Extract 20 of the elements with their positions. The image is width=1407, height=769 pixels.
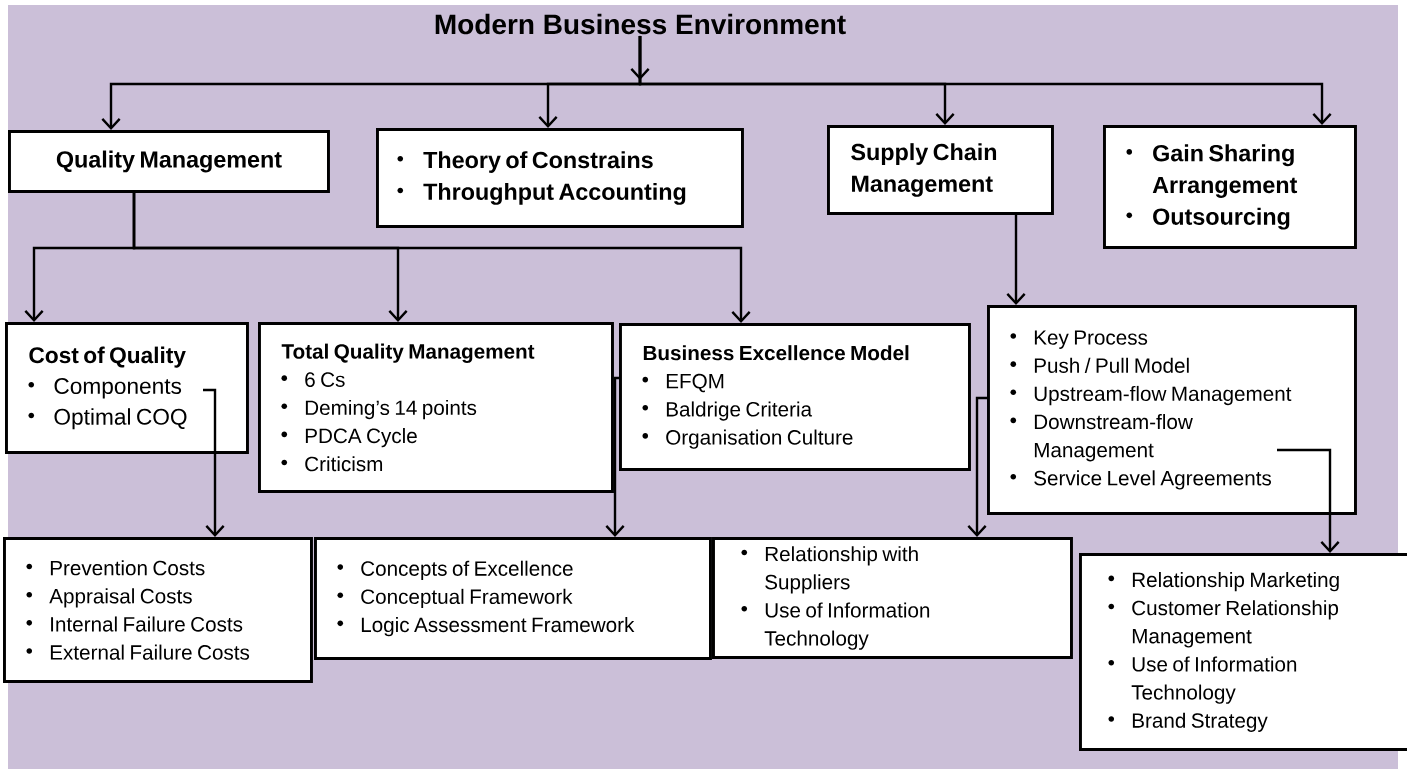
arrow: [203, 388, 225, 537]
list-box: Concepts of Excellence Conceptual Framework Logic Assessment Framework: [314, 537, 712, 660]
list-box: Cost of Quality Components Optimal COQ: [5, 322, 249, 454]
arrow: [1277, 448, 1340, 553]
arrow: [132, 190, 751, 323]
topic-box: Theory of Constrains Throughput Accounting: [376, 128, 744, 228]
arrow: [1006, 212, 1026, 305]
heading: Modern Business Environment: [435, 13, 846, 35]
list-box: Business Excellence Model EFQM Baldrige Criteria Organisation Culture: [619, 323, 971, 471]
list-box: Key Process Push / Pull Model Upstream-flow Management Downstream-flow Management Service Level Agreements: [987, 305, 1357, 515]
arrow: [638, 35, 1332, 125]
topic-box: Quality Management: [8, 130, 330, 193]
list-box: Relationship with Suppliers Use of Information Technology: [712, 537, 1073, 659]
list-box: Prevention Costs Appraisal Costs Internal Failure Costs External Failure Costs: [3, 537, 313, 683]
arrow: [605, 376, 625, 537]
topic-box: Supply Chain Management: [827, 125, 1054, 215]
arrow: [967, 396, 987, 537]
list-box: Total Quality Management 6 Cs Deming’s 14 points PDCA Cycle Criticism: [258, 322, 614, 493]
topic-box: Gain Sharing Arrangement Outsourcing: [1103, 125, 1357, 249]
list-box: Relationship Marketing Customer Relationship Management Use of Information Technology Brand Strategy: [1079, 553, 1407, 751]
